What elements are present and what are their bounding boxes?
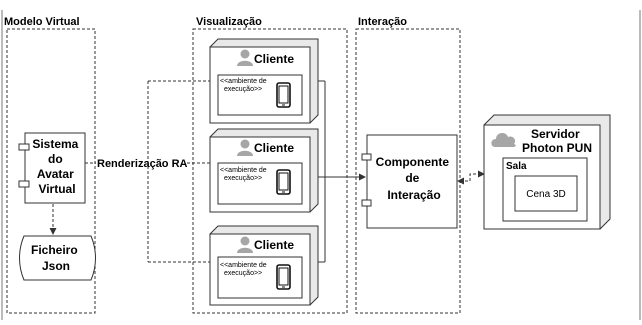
- scene-label: Cena 3D: [526, 189, 565, 200]
- room-label: Sala: [506, 161, 527, 172]
- section-virtual-model: Modelo Virtual: [4, 16, 96, 314]
- avatar-system-line-1: Sistema: [32, 137, 78, 151]
- client-node-1[interactable]: Cliente <<ambiente de execução>>: [209, 38, 319, 124]
- client-3-env-line-1: <<ambiente de: [220, 262, 267, 269]
- cloud-icon: [491, 133, 516, 147]
- interaction-line-2: de: [405, 171, 419, 185]
- client-2-env-line-2: execução>>: [224, 175, 262, 182]
- render-label: Renderização RA: [97, 158, 188, 170]
- client-2-title: Cliente: [254, 141, 294, 155]
- smartphone-icon: [276, 264, 291, 290]
- client-3-title: Cliente: [254, 238, 294, 252]
- section-interaction: Interação: [355, 16, 461, 314]
- json-file-artifact[interactable]: Ficheiro Json: [19, 235, 96, 281]
- svg-text:Servidor Photon PUN: Servidor Photon PUN: [522, 127, 592, 155]
- interaction-line-1: Componente: [376, 155, 450, 169]
- svg-text:Ficheiro Json: Ficheiro Json: [31, 243, 81, 273]
- client-1-env-line-1: <<ambiente de: [220, 78, 267, 85]
- avatar-system-component[interactable]: Sistema do Avatar Virtual: [18, 132, 86, 204]
- client-1-env-line-2: execução>>: [224, 86, 262, 93]
- svg-text:<<ambiente de execução>>: <<ambiente de execução>>: [220, 262, 269, 277]
- avatar-system-line-4: Virtual: [38, 182, 75, 196]
- client-2-env-line-1: <<ambiente de: [220, 167, 267, 174]
- section-virtual-model-title: Modelo Virtual: [4, 16, 80, 28]
- avatar-system-line-3: Avatar: [37, 167, 74, 181]
- avatar-system-line-2: do: [48, 152, 63, 166]
- smartphone-icon: [276, 82, 291, 108]
- interaction-component[interactable]: Componente de Interação: [361, 134, 458, 229]
- photon-server-node[interactable]: Servidor Photon PUN Sala Cena 3D: [483, 114, 611, 230]
- interaction-line-3: Interação: [387, 188, 440, 202]
- svg-text:<<ambiente de execução>>: <<ambiente de execução>>: [220, 78, 269, 93]
- section-interaction-title: Interação: [358, 16, 407, 28]
- server-line-2: Photon PUN: [522, 141, 592, 155]
- section-visualization-title: Visualização: [196, 16, 262, 28]
- scene-box[interactable]: [514, 175, 578, 212]
- json-file-line-1: Ficheiro: [31, 243, 78, 257]
- svg-text:Componente de Inte: Componente de Interação: [376, 155, 453, 202]
- client-node-3[interactable]: Cliente <<ambiente de execução>>: [209, 225, 319, 306]
- smartphone-icon: [276, 169, 291, 195]
- section-visualization: Visualização: [192, 16, 348, 314]
- server-line-1: Servidor: [531, 127, 580, 141]
- client-1-title: Cliente: [254, 52, 294, 66]
- client-3-env-line-2: execução>>: [224, 270, 262, 277]
- svg-text:Sistema do Avatar: Sistema do Avatar Virtual: [32, 137, 81, 196]
- svg-text:<<ambiente de execução>>: <<ambiente de execução>>: [220, 167, 269, 182]
- client-node-2[interactable]: Cliente <<ambiente de execução>>: [209, 128, 319, 213]
- json-file-line-2: Json: [42, 259, 70, 273]
